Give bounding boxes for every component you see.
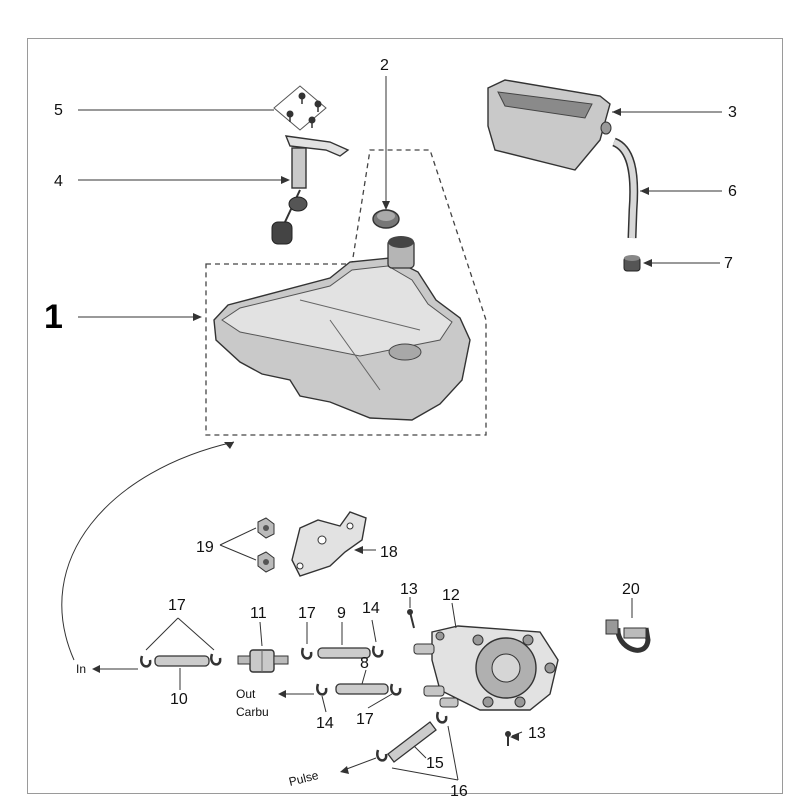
- callout-5: 5: [54, 102, 63, 119]
- leader-arrowheads: [92, 108, 652, 774]
- flow-label-in: In: [76, 662, 86, 676]
- fuel-tank-assembly[interactable]: [205, 149, 487, 436]
- clip-part-14-lower[interactable]: [316, 683, 328, 696]
- fuel-level-sender-part-4[interactable]: [271, 135, 350, 245]
- clip-part-17-middle[interactable]: [301, 647, 313, 660]
- fuel-pump-part-12[interactable]: [413, 625, 559, 711]
- clip-part-16-b[interactable]: [436, 711, 448, 724]
- callout-16: 16: [450, 783, 468, 800]
- nuts-part-19[interactable]: [257, 517, 275, 573]
- tank-filler-opening: [388, 236, 414, 248]
- callout-1: 1: [44, 298, 63, 336]
- clip-part-16-a[interactable]: [376, 749, 388, 762]
- callout-13-lower: 13: [528, 725, 546, 742]
- hose-part-8[interactable]: [335, 683, 389, 695]
- callout-13-upper: 13: [400, 581, 418, 598]
- callout-9: 9: [337, 605, 346, 622]
- nut-part-7[interactable]: [623, 255, 641, 272]
- callout-10: 10: [170, 691, 188, 708]
- flow-label-pulse: Pulse: [287, 768, 320, 789]
- clip-part-17-left[interactable]: [140, 655, 152, 668]
- hose-part-15[interactable]: [387, 721, 437, 763]
- callout-4: 4: [54, 173, 63, 190]
- hose-part-9[interactable]: [317, 647, 371, 659]
- grommet-part-2[interactable]: [372, 209, 400, 229]
- callout-2: 2: [380, 57, 389, 74]
- tank-ridge-line: [299, 299, 421, 391]
- callout-17-lower: 17: [356, 711, 374, 728]
- callout-6: 6: [728, 183, 737, 200]
- callout-17-mid: 17: [298, 605, 316, 622]
- screw-part-13-upper[interactable]: [407, 609, 415, 629]
- flow-label-out: Out: [236, 687, 256, 701]
- callout-15: 15: [426, 755, 444, 772]
- callout-12: 12: [442, 587, 460, 604]
- callout-18: 18: [380, 544, 398, 561]
- flow-label-carbu: Carbu: [236, 705, 269, 719]
- clip-part-17-right[interactable]: [210, 653, 222, 666]
- clamp-part-20[interactable]: [605, 619, 651, 653]
- callout-8: 8: [360, 655, 369, 672]
- callout-11: 11: [250, 605, 267, 622]
- leader-lines: [61, 76, 722, 781]
- diagram-frame: [27, 38, 783, 794]
- fuel-filter-part-11[interactable]: [237, 649, 289, 673]
- callout-14-lower: 14: [316, 715, 334, 732]
- tank-dashed-boundary: [205, 149, 487, 436]
- clip-part-17-lower[interactable]: [390, 683, 402, 696]
- callout-19: 19: [196, 539, 214, 556]
- callout-3: 3: [728, 104, 737, 121]
- bracket-part-18[interactable]: [291, 511, 367, 577]
- tank-top-surface: [221, 265, 453, 357]
- hose-part-10[interactable]: [154, 655, 210, 667]
- tank-drain-recess: [388, 343, 422, 361]
- drain-hose-part-6[interactable]: [611, 137, 639, 239]
- callout-17-left: 17: [168, 597, 186, 614]
- callout-14-upper: 14: [362, 600, 380, 617]
- callout-20: 20: [622, 581, 640, 598]
- clip-part-14-upper[interactable]: [372, 645, 384, 658]
- callout-7: 7: [724, 255, 733, 272]
- screws-part-5[interactable]: [273, 85, 327, 131]
- screw-part-13-lower[interactable]: [505, 731, 511, 746]
- fuel-tray-part-3[interactable]: [487, 79, 612, 171]
